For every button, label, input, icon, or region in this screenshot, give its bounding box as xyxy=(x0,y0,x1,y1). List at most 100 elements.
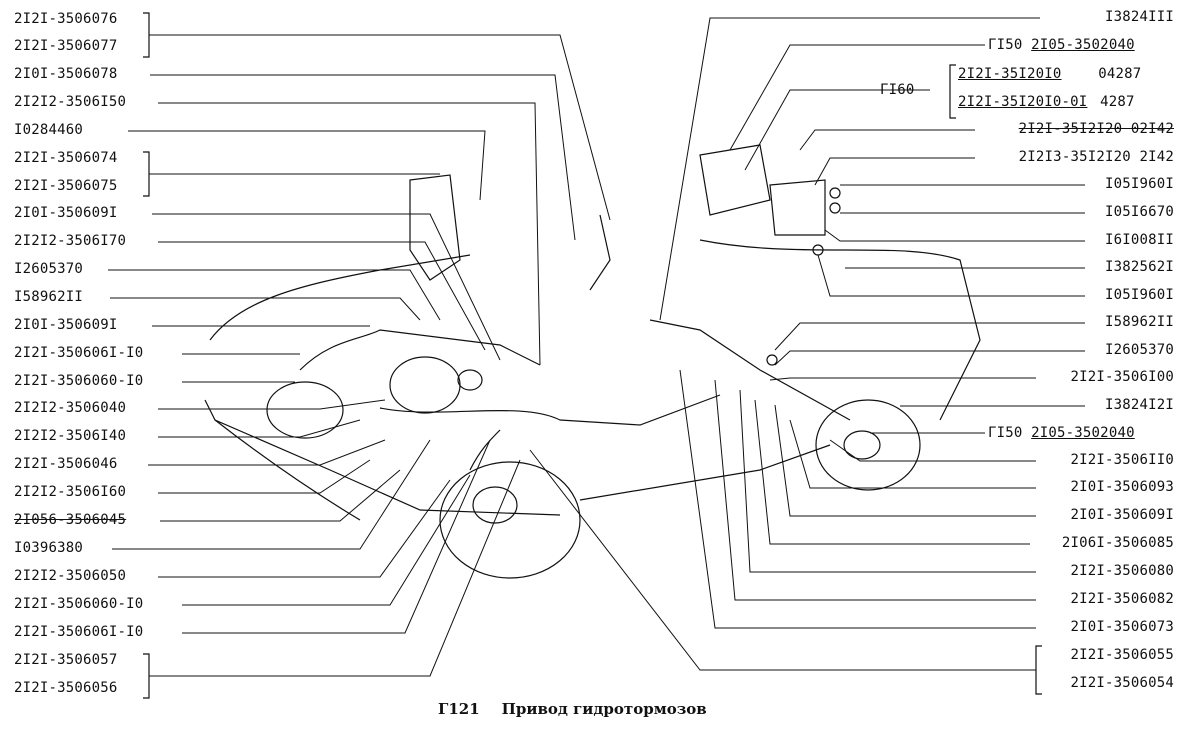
left-label: 2I056-3506045 xyxy=(14,512,127,528)
floor-line-left xyxy=(204,399,561,516)
figure-caption: Г121 Привод гидротормозов xyxy=(438,700,729,718)
sill-left xyxy=(214,419,361,521)
left-label: 2I2I2-3506050 xyxy=(14,568,127,584)
leader-l21 xyxy=(182,439,491,634)
fastener-1 xyxy=(829,187,841,199)
left-label: 2I2I-350606I-I0 xyxy=(14,624,144,640)
leader-r21 xyxy=(714,379,1036,601)
leader-l16 xyxy=(158,459,371,494)
right-label: 2I2I3-35I2I20 2I42 xyxy=(1018,149,1174,165)
right-label: 2I06I-3506085 xyxy=(1061,535,1174,551)
pedal-bracket xyxy=(409,174,461,281)
vacuum-booster xyxy=(389,356,461,414)
regulator-bracket xyxy=(769,179,826,236)
leader-l7 xyxy=(158,241,486,351)
leader-r4 xyxy=(799,129,975,151)
right-label: I2605370 xyxy=(1104,342,1174,358)
leader-l1 xyxy=(149,34,611,221)
leader-r22 xyxy=(679,369,1036,629)
left-label: 2I2I-3506076 xyxy=(14,11,118,27)
right-label: I05I960I xyxy=(1104,287,1174,303)
fastener-4 xyxy=(766,354,778,366)
left-label: 2I2I-3506060-I0 xyxy=(14,596,144,612)
leader-l20 xyxy=(182,474,471,606)
figure-code: Г121 xyxy=(438,700,480,718)
leader-l9 xyxy=(110,297,421,321)
leader-r13 xyxy=(769,377,1036,381)
left-label: 2I2I-3506077 xyxy=(14,38,118,54)
left-label: 2I2I-3506075 xyxy=(14,178,118,194)
leader-l19 xyxy=(158,479,451,578)
rear-hub-right xyxy=(843,430,881,460)
g160-item-1-part: 2I2I-35I20I0 xyxy=(958,66,1062,82)
right-label: 2I0I-3506093 xyxy=(1070,479,1174,495)
leader-l3 xyxy=(158,102,541,366)
leader-r12 xyxy=(774,350,1085,366)
leader-l4 xyxy=(128,130,486,201)
right-label: 2I0I-350609I xyxy=(1070,507,1174,523)
right-label: 2I2I-3506055 xyxy=(1070,647,1174,663)
right-label: I6I008II xyxy=(1104,232,1174,248)
right-label: 2I2I-3506080 xyxy=(1070,563,1174,579)
leader-r16 xyxy=(829,439,1036,462)
leader-r10 xyxy=(817,254,1085,297)
leader-r20 xyxy=(739,389,1036,573)
left-label: 2I2I-3506057 xyxy=(14,652,118,668)
left-label: 2I2I2-3506I50 xyxy=(14,94,127,110)
leader-r2 xyxy=(729,44,985,151)
right-label: 2I2I-3506I00 xyxy=(1070,369,1174,385)
left-label: 2I2I-350606I-I0 xyxy=(14,345,144,361)
bracket-left-1 xyxy=(143,12,150,58)
fastener-2 xyxy=(829,202,841,214)
leader-l14 xyxy=(158,419,361,438)
g160-item-1: 2I2I-35I20I0 04287 xyxy=(958,66,1141,82)
brake-line-rear-left xyxy=(469,429,501,471)
bracket-left-2 xyxy=(143,151,150,197)
bracket-right-g160 xyxy=(949,64,956,119)
leader-l6 xyxy=(152,213,501,361)
leader-l13 xyxy=(158,399,386,410)
leader-r18 xyxy=(774,404,1036,517)
g160-item-1-num: 04287 xyxy=(1098,66,1142,82)
left-label: 2I2I-3506074 xyxy=(14,150,118,166)
left-label: I0284460 xyxy=(14,122,84,138)
right-label: I3824III xyxy=(1104,9,1174,25)
body-outline-right xyxy=(699,239,981,421)
figure-title: Привод гидротормозов xyxy=(501,700,707,718)
bracket-left-3 xyxy=(143,653,150,699)
master-cylinder xyxy=(457,369,483,391)
g150-top-label: ГI50 2I05-3502040 xyxy=(988,37,1135,53)
right-label: 2I2I-35I2I20 02I42 xyxy=(1018,121,1174,137)
left-label: 2I2I2-3506I60 xyxy=(14,484,127,500)
left-label: 2I2I-3506060-I0 xyxy=(14,373,144,389)
right-label: I05I6670 xyxy=(1104,204,1174,220)
leader-l8 xyxy=(108,269,441,321)
rear-wheel-left xyxy=(439,461,581,579)
left-label: I2605370 xyxy=(14,261,84,277)
g150-mid-label: ГI50 2I05-3502040 xyxy=(988,425,1135,441)
leader-l18 xyxy=(112,439,431,550)
left-label: I58962II xyxy=(14,289,84,305)
brake-line-front xyxy=(299,329,541,371)
leader-r17 xyxy=(789,419,1036,489)
g150-top-part: 2I05-3502040 xyxy=(1031,37,1135,53)
right-label: I3824I2I xyxy=(1104,397,1174,413)
g150-mid-code: ГI50 xyxy=(988,425,1023,441)
front-wheel-left xyxy=(266,381,344,439)
rear-hub-left xyxy=(472,486,518,524)
leader-r19 xyxy=(754,399,1030,545)
bracket-right-bottom xyxy=(1035,645,1042,695)
pedal-arm xyxy=(589,214,611,291)
g160-item-2-part: 2I2I-35I20I0-0I xyxy=(958,94,1088,110)
leader-r11 xyxy=(774,322,1085,351)
brake-line-main xyxy=(379,394,721,426)
leader-l2 xyxy=(150,74,576,241)
leader-r8 xyxy=(824,229,1085,242)
right-label: I382562I xyxy=(1104,259,1174,275)
left-label: 2I0I-350609I xyxy=(14,205,118,221)
left-label: 2I0I-3506078 xyxy=(14,66,118,82)
left-label: 2I2I-3506056 xyxy=(14,680,118,696)
g160-item-2-num: 4287 xyxy=(1100,94,1135,110)
